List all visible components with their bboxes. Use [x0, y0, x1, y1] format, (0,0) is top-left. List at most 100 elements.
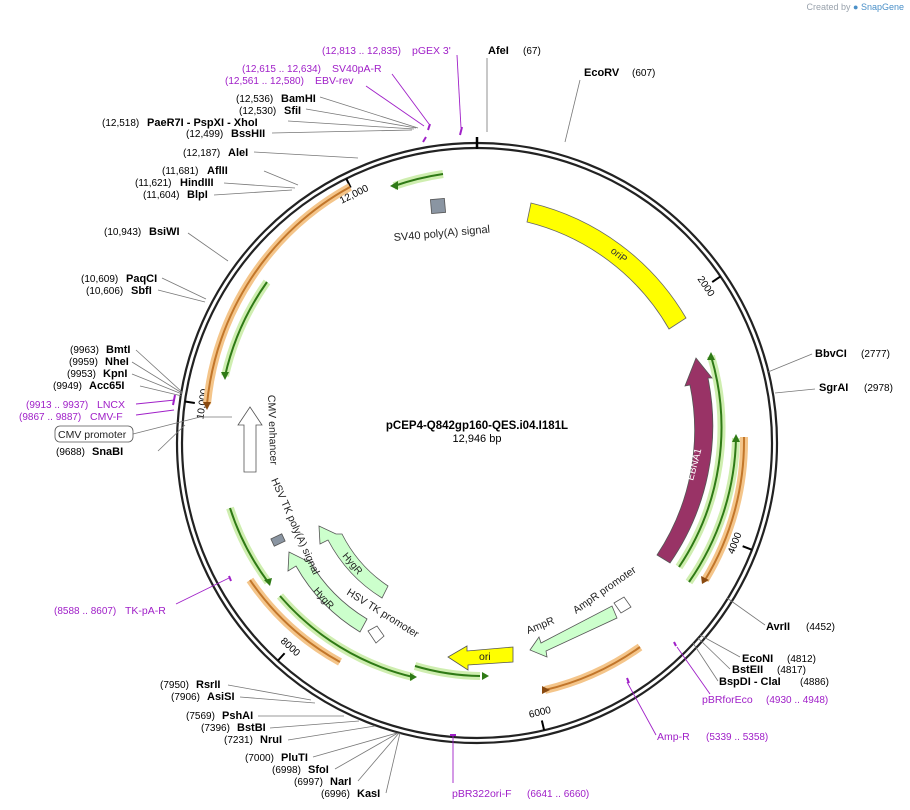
- leader-sgrai: [774, 388, 816, 394]
- leader-asisi: [239, 696, 316, 704]
- site-snabi-name[interactable]: SnaBI: [92, 446, 123, 458]
- site-sgrai-name[interactable]: SgrAI: [819, 382, 848, 394]
- leader-hindiii: [223, 182, 296, 189]
- tick-mark-2: [540, 720, 546, 731]
- site-afliii-name[interactable]: AflII: [207, 165, 228, 177]
- feature-hygr-inner[interactable]: [318, 525, 389, 599]
- leader-nari: [357, 732, 400, 782]
- primer-cmvf-range: (9867 .. 9887): [19, 412, 81, 423]
- leader-snabi: [157, 424, 186, 452]
- site-asisi-name[interactable]: AsiSI: [207, 691, 235, 703]
- site-alei-name[interactable]: AleI: [228, 147, 248, 159]
- cmv-promoter-callout[interactable]: CMV promoter: [54, 416, 232, 443]
- orf-green-lower-left2-core: [279, 595, 414, 678]
- site-blpi-name[interactable]: BlpI: [187, 189, 208, 201]
- site-xhoi-pos: (12,518): [102, 118, 139, 129]
- orf-green-lower-left: [226, 506, 272, 585]
- site-bsteii-name[interactable]: BstEII: [732, 664, 763, 676]
- site-bsshii-name[interactable]: BssHII: [231, 128, 265, 140]
- site-hindiii-name[interactable]: HindIII: [180, 177, 214, 189]
- leader-sbfi: [157, 289, 206, 303]
- site-nari-name[interactable]: NarI: [330, 776, 351, 788]
- feature-ori-label: ori: [479, 651, 491, 663]
- site-paqci-name[interactable]: PaqCI: [126, 273, 157, 285]
- primer-cmvf-name[interactable]: CMV-F: [90, 411, 123, 423]
- site-sfoi-name[interactable]: SfoI: [308, 764, 329, 776]
- primer-tkpar-name[interactable]: TK-pA-R: [125, 605, 166, 617]
- primer-pbr322ori-name[interactable]: pBR322ori-F: [452, 788, 512, 800]
- primer-labels: (12,813 .. 12,835) pGEX 3' (12,615 .. 12…: [19, 45, 828, 800]
- primer-ampr-name[interactable]: Amp-R: [657, 731, 690, 743]
- site-acc65i-pos: (9949): [53, 381, 82, 392]
- site-acc65i-name[interactable]: Acc65I: [89, 380, 124, 392]
- site-bmti-name[interactable]: BmtI: [106, 344, 130, 356]
- leader-bstbi: [269, 720, 360, 729]
- site-kpni-name[interactable]: KpnI: [103, 368, 127, 380]
- leader-bsiwi: [187, 232, 229, 262]
- orf-green-left-core: [224, 281, 268, 377]
- feature-sv40-polya[interactable]: [429, 197, 447, 215]
- site-avrii-pos: (4452): [806, 622, 835, 633]
- site-ecorv-name[interactable]: EcoRV: [584, 67, 620, 79]
- feature-cmv-enhancer[interactable]: [237, 406, 263, 473]
- primer-marker-ebv: [422, 136, 427, 143]
- site-nrui-name[interactable]: NruI: [260, 734, 282, 746]
- site-afei-name[interactable]: AfeI: [488, 45, 509, 57]
- leader-nhei: [131, 361, 183, 394]
- leader-bsshii: [271, 129, 413, 134]
- tick-mark-1: [742, 545, 753, 551]
- orf-green-bottom-head: [482, 672, 489, 680]
- feature-ampr-promoter[interactable]: [613, 596, 632, 614]
- tick-mark-4: [184, 400, 195, 404]
- site-pluti-name[interactable]: PluTI: [281, 752, 308, 764]
- primer-pbrforeco-name[interactable]: pBRforEco: [702, 694, 753, 706]
- leader-lines: [131, 58, 816, 794]
- site-sfii-name[interactable]: SfiI: [284, 105, 301, 117]
- feature-hsv-tk-promoter[interactable]: [367, 625, 385, 644]
- site-blpi-pos: (11,604): [143, 190, 180, 201]
- leader-kpni: [131, 373, 183, 395]
- tick-mark-0: [711, 275, 722, 283]
- site-econi-name[interactable]: EcoNI: [742, 653, 773, 665]
- feature-hygr-outer[interactable]: [287, 551, 368, 633]
- leader-pluti: [312, 732, 398, 758]
- site-bamhi-name[interactable]: BamHI: [281, 93, 316, 105]
- primer-ebvrev-name[interactable]: EBV-rev: [315, 75, 354, 87]
- site-bstbi-name[interactable]: BstBI: [237, 722, 266, 734]
- site-alei-pos: (12,187): [183, 148, 220, 159]
- site-bbvci-name[interactable]: BbvCI: [815, 348, 847, 360]
- site-nhei-name[interactable]: NheI: [105, 356, 129, 368]
- site-rsrii-name[interactable]: RsrII: [196, 679, 220, 691]
- site-sbfi-name[interactable]: SbfI: [131, 285, 152, 297]
- primer-pgex3-name[interactable]: pGEX 3': [412, 45, 451, 57]
- leader-clai: [692, 642, 719, 682]
- site-kasi-name[interactable]: KasI: [357, 788, 380, 800]
- leader-ecorv: [564, 79, 581, 143]
- site-clai-name[interactable]: BspDI - ClaI: [719, 676, 781, 688]
- site-xhoi-name[interactable]: PaeR7I - PspXI - XhoI: [147, 117, 258, 129]
- feature-ampr[interactable]: [529, 605, 618, 658]
- tick-mark-3: [277, 652, 286, 662]
- site-bmti-pos: (9963): [70, 345, 99, 356]
- feature-hsv-tk-polya[interactable]: [270, 533, 286, 547]
- site-snabi-pos: (9688): [56, 447, 85, 458]
- orf-green-bottom-core: [414, 665, 481, 677]
- site-avrii-name[interactable]: AvrII: [766, 621, 790, 633]
- site-sfii-pos: (12,530): [239, 106, 276, 117]
- snapgene-credit: Created by ● SnapGene: [806, 2, 904, 12]
- feature-ebna1[interactable]: [656, 357, 714, 564]
- orf-green-right1-core: [678, 355, 723, 568]
- leader-blpi: [213, 189, 293, 196]
- primer-lncx-name[interactable]: LNCX: [97, 399, 125, 411]
- primer-marker-tk: [228, 575, 232, 582]
- leader-bsteii: [697, 637, 731, 670]
- feature-orip[interactable]: [526, 202, 687, 330]
- primer-sv40par-name[interactable]: SV40pA-R: [332, 63, 382, 75]
- feature-ori[interactable]: [447, 645, 514, 671]
- leader-sfoi: [334, 732, 399, 770]
- site-pshai-name[interactable]: PshAI: [222, 710, 253, 722]
- site-bsteii-pos: (4817): [777, 665, 806, 676]
- site-bsiwi-name[interactable]: BsiWI: [149, 226, 180, 238]
- leader-bamhi: [319, 96, 419, 129]
